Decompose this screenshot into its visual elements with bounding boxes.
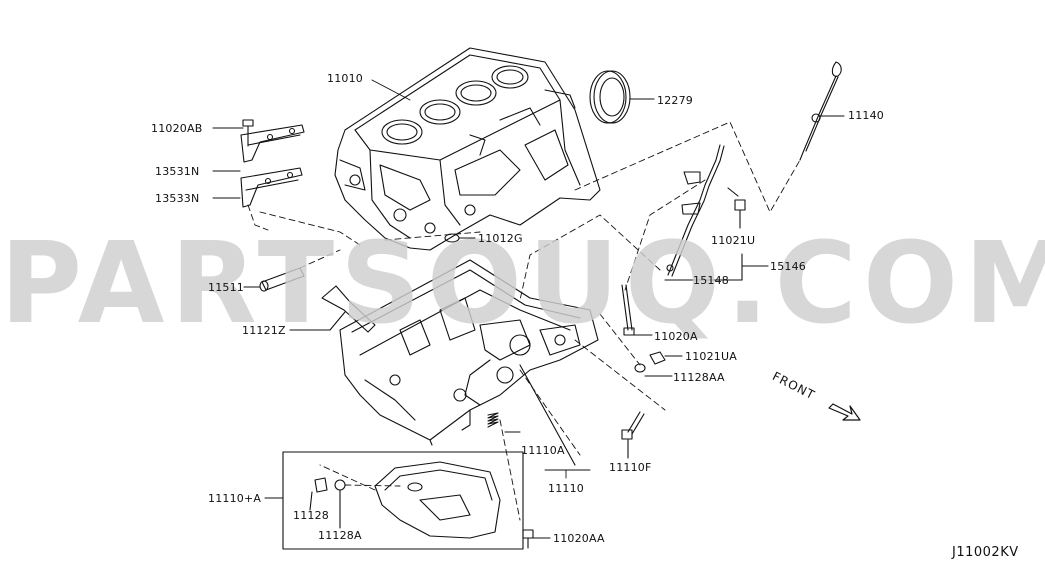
rear-oil-seal-drawing (589, 70, 655, 124)
label-11128[interactable]: 11128 (293, 509, 329, 522)
misc-small-parts-drawing (243, 233, 476, 333)
bolts-drawing (621, 284, 683, 459)
lower-oil-pan-drawing (264, 451, 551, 550)
label-11021U[interactable]: 11021U (711, 234, 756, 247)
label-12279[interactable]: 12279 (657, 94, 693, 107)
label-11140[interactable]: 11140 (848, 109, 884, 122)
label-leaders (371, 79, 591, 479)
label-11020A[interactable]: 11020A (654, 330, 698, 343)
label-15146[interactable]: 15146 (770, 260, 806, 273)
label-15148[interactable]: 15148 (693, 274, 729, 287)
ladder-frame-drawing (339, 259, 599, 466)
label-13533N[interactable]: 13533N (155, 192, 200, 205)
label-11110[interactable]: 11110 (548, 482, 584, 495)
diagram-code: J11002KV (952, 545, 1019, 560)
label-11021UA[interactable]: 11021UA (685, 350, 737, 363)
label-11128A[interactable]: 11128A (318, 529, 362, 542)
oil-dipstick-drawing (799, 61, 845, 161)
label-11110F[interactable]: 11110F (609, 461, 652, 474)
cylinder-block-drawing (334, 47, 601, 251)
label-11110-plus-A[interactable]: 11110+A (208, 492, 262, 505)
dashed-leader-lines (247, 121, 801, 521)
label-11010[interactable]: 11010 (327, 72, 363, 85)
dipstick-tube-drawing (664, 144, 769, 281)
label-11511[interactable]: 11511 (208, 281, 244, 294)
bracket-parts-drawing (212, 119, 305, 208)
label-11128AA[interactable]: 11128AA (673, 371, 725, 384)
front-direction-arrow (828, 403, 861, 421)
label-11012G[interactable]: 11012G (478, 232, 523, 245)
label-13531N[interactable]: 13531N (155, 165, 200, 178)
label-11020AB[interactable]: 11020AB (151, 122, 203, 135)
label-11121Z[interactable]: 11121Z (242, 324, 286, 337)
label-11020AA[interactable]: 11020AA (553, 532, 605, 545)
label-11110A[interactable]: 11110A (521, 444, 565, 457)
